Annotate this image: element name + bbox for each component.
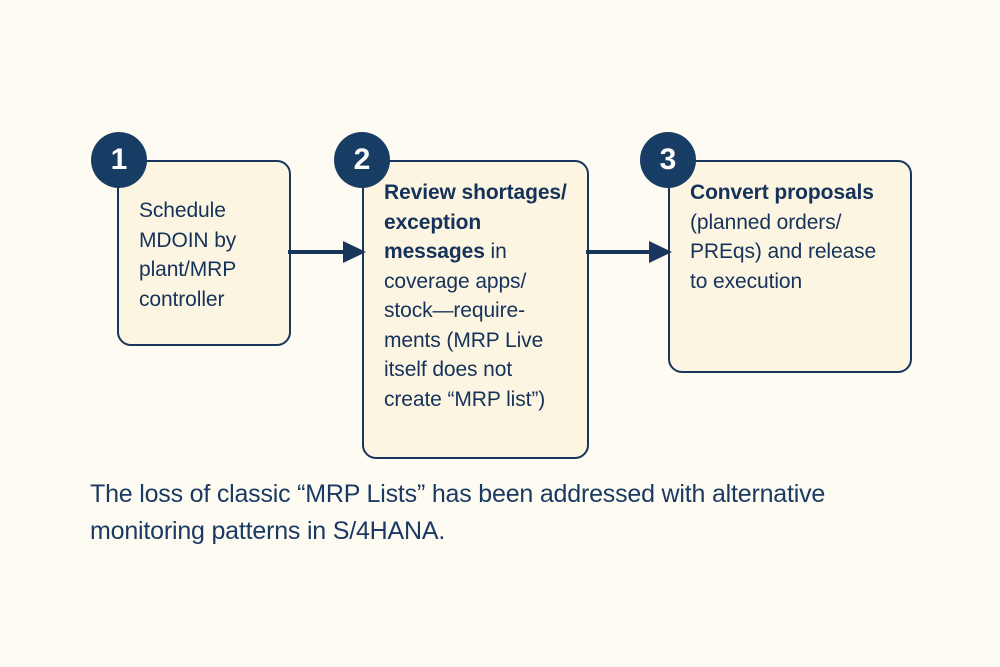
flow-step-1-text: Schedule MDOIN by plant/MRP controller — [139, 196, 275, 314]
flow-step-1-body: Schedule MDOIN by plant/MRP controller — [139, 199, 237, 311]
flow-step-2-lead: Review shortages/ exception messages — [384, 181, 567, 263]
step-badge-3: 3 — [640, 132, 696, 188]
diagram-caption: The loss of classic “MRP Lists” has been… — [90, 480, 826, 545]
flow-arrow-2-to-3 — [586, 238, 672, 266]
flow-step-2-text: Review shortages/ exception messages in … — [384, 178, 573, 414]
flow-step-card-3: Convert proposals (planned orders/ PREqs… — [668, 160, 912, 373]
step-badge-2: 2 — [334, 132, 390, 188]
flow-step-card-2: Review shortages/ exception messages in … — [362, 160, 589, 459]
flow-step-2-body: in coverage apps/ stock—require-ments (M… — [384, 240, 546, 411]
flow-step-card-1: Schedule MDOIN by plant/MRP controller — [117, 160, 291, 346]
step-badge-1: 1 — [91, 132, 147, 188]
flow-arrow-1-to-2 — [288, 238, 366, 266]
flow-step-3-text: Convert proposals (planned orders/ PREqs… — [690, 178, 896, 296]
flow-step-3-body: (planned orders/ PREqs) and release to e… — [690, 210, 877, 293]
flow-step-3-lead: Convert proposals — [690, 181, 874, 204]
